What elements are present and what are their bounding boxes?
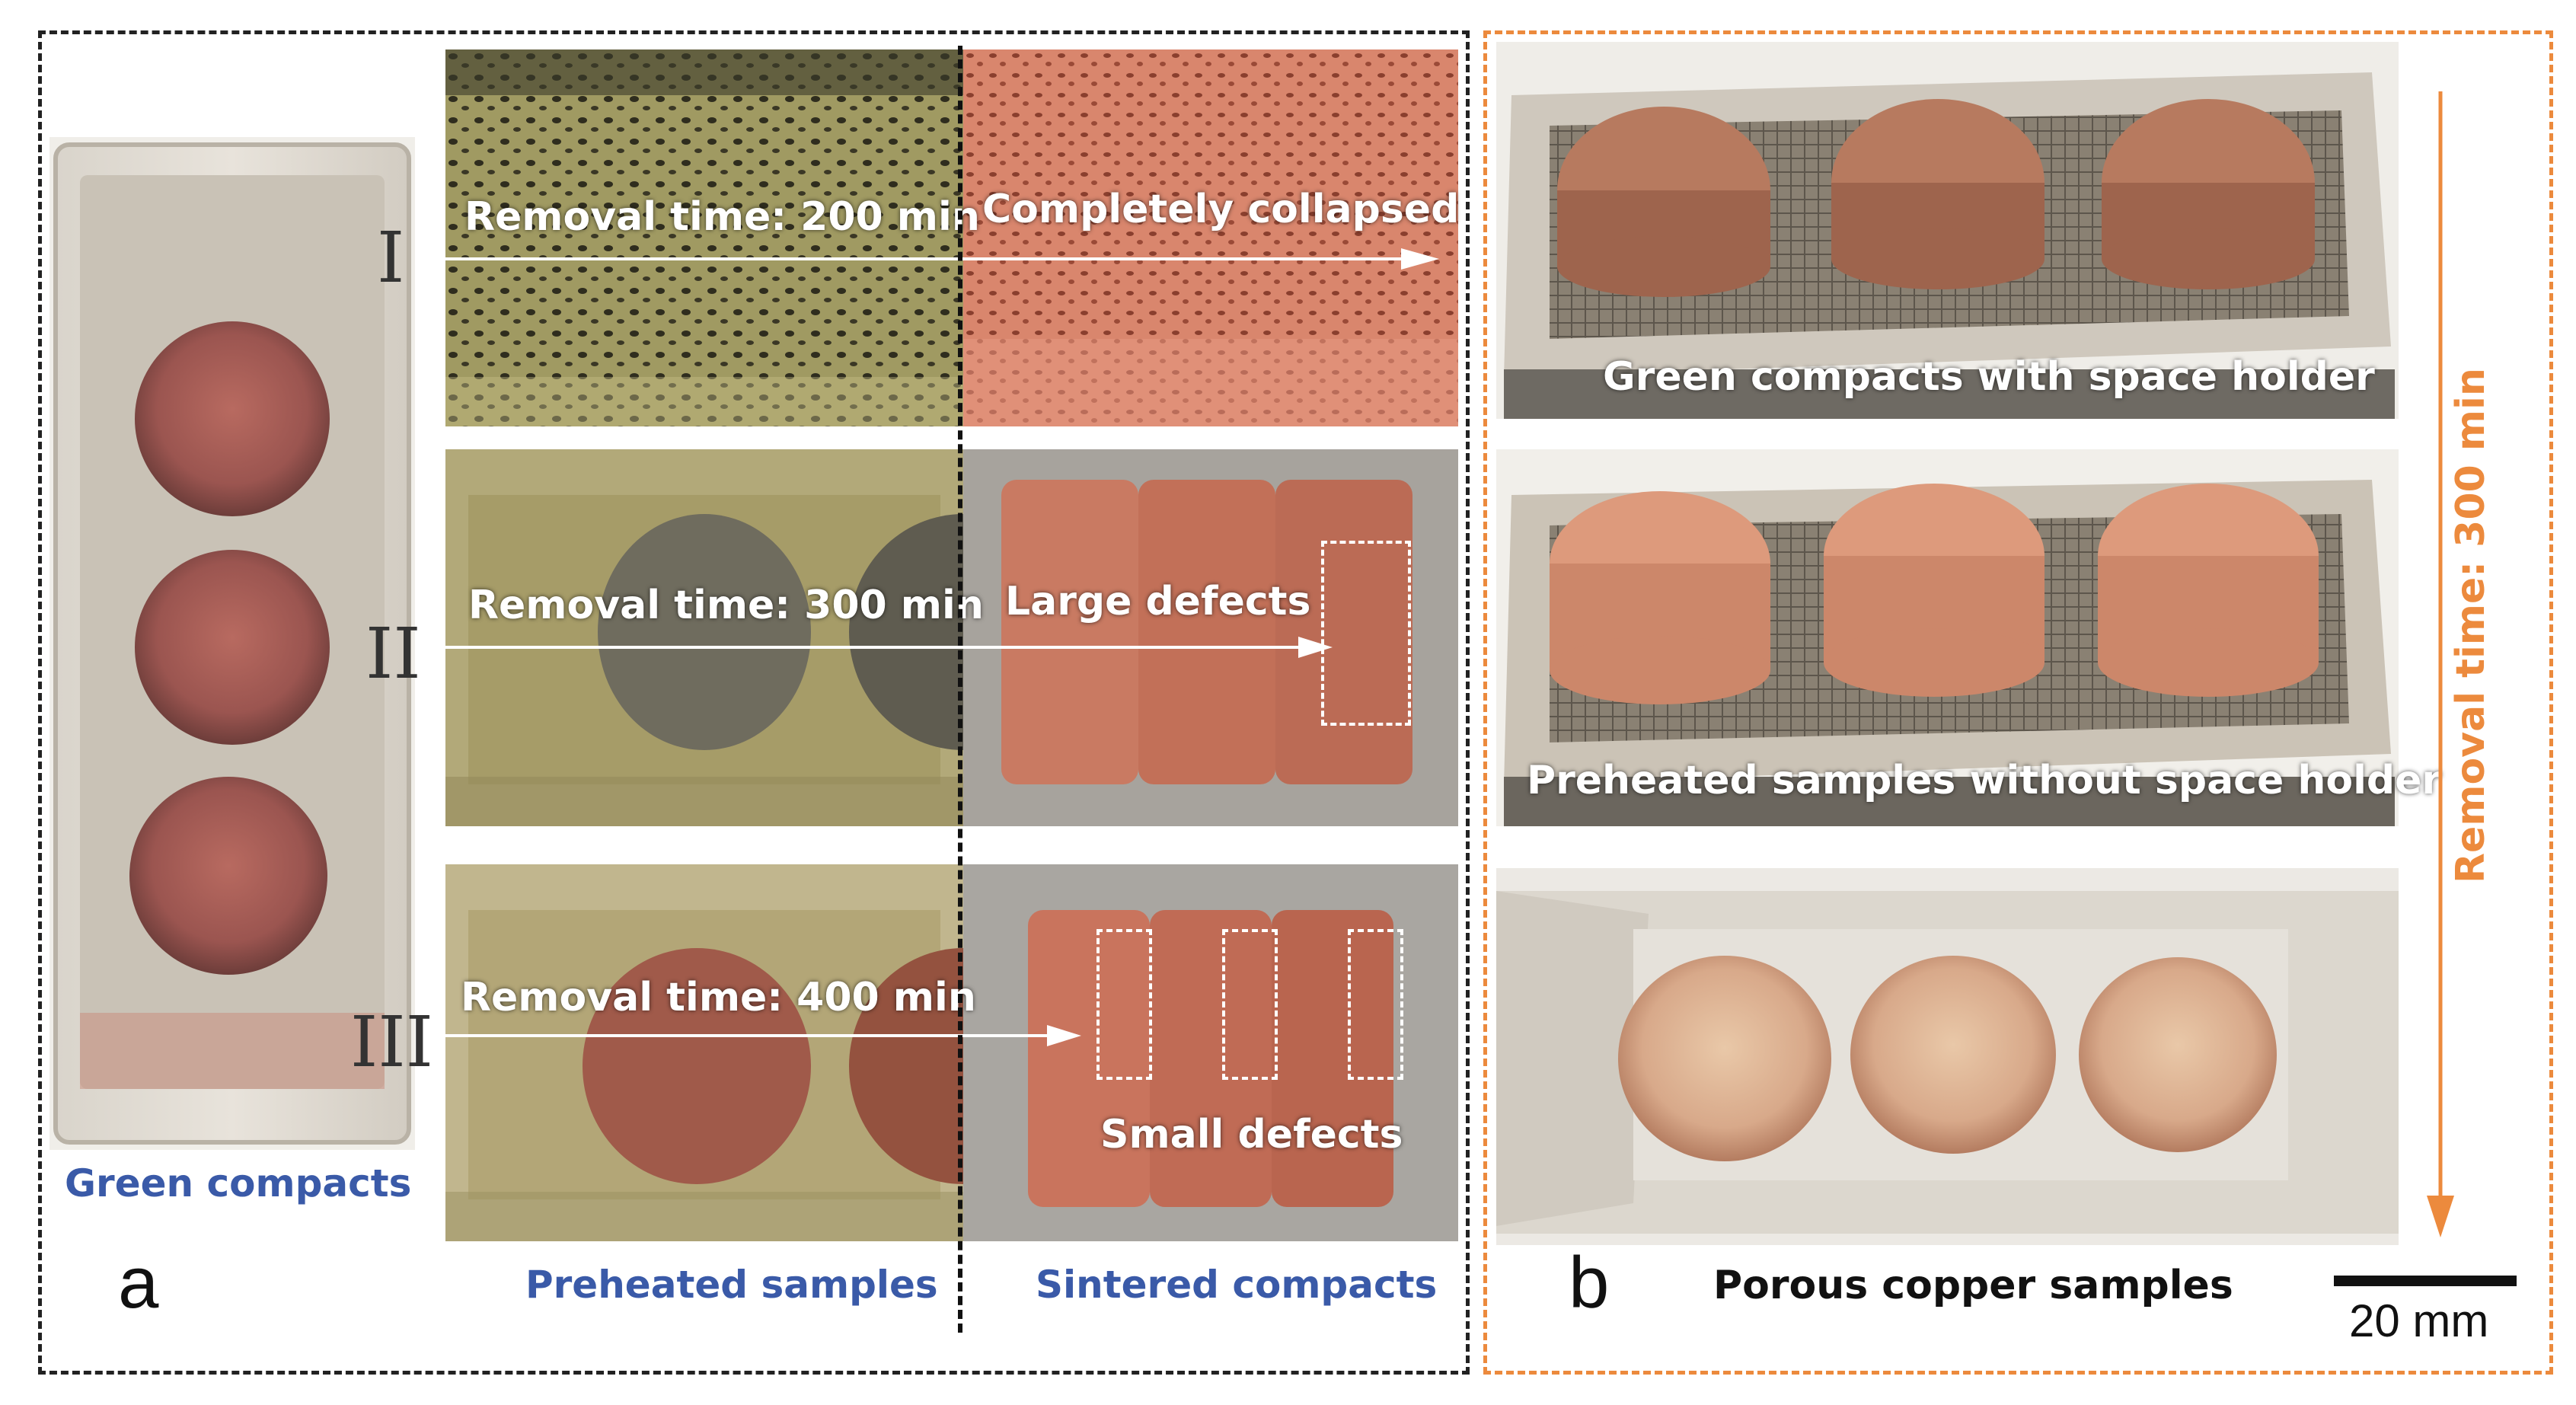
porous-copper-caption: Porous copper samples — [1713, 1263, 2233, 1308]
green-compacts-caption: Green compacts — [65, 1161, 412, 1205]
row3-defect-box-1 — [1096, 929, 1152, 1080]
row3-result-label: Small defects — [1100, 1112, 1403, 1158]
row3-arrow — [445, 1025, 1081, 1046]
b-photo-porous-copper — [1496, 868, 2399, 1245]
row2-arrow — [445, 637, 1333, 658]
row3-defect-box-2 — [1222, 929, 1278, 1080]
row2-removal-label: Removal time: 300 min — [468, 583, 984, 628]
row3-defect-box-3 — [1348, 929, 1403, 1080]
row2-sintered-photo — [963, 449, 1458, 826]
b-label-preheated: Preheated samples without space holder — [1527, 758, 2442, 803]
b-photo-green-compacts — [1496, 42, 2399, 419]
row2-defect-box — [1321, 541, 1411, 726]
b-photo-preheated — [1496, 449, 2399, 826]
row2-preheated-photo — [445, 449, 963, 826]
row1-arrow — [445, 248, 1439, 270]
row1-result-label: Completely collapsed — [982, 187, 1460, 232]
row3-sintered-photo — [963, 864, 1458, 1241]
row3-preheated-photo — [445, 864, 963, 1241]
panel-b-letter: b — [1569, 1242, 1610, 1324]
green-compacts-photo — [49, 137, 415, 1150]
panel-a-letter: a — [118, 1242, 159, 1324]
removal-vertical-label: Removal time: 300 min — [2448, 368, 2494, 883]
row1-removal-label: Removal time: 200 min — [464, 194, 980, 240]
row1-roman: I — [377, 217, 405, 299]
row1-preheated-photo — [445, 49, 963, 426]
scale-bar-label: 20 mm — [2349, 1295, 2489, 1346]
b-label-green-compacts: Green compacts with space holder — [1603, 354, 2375, 400]
panel-b-border — [1483, 30, 2553, 1375]
removal-arrow — [2427, 91, 2454, 1237]
row1-sintered-photo — [963, 49, 1458, 426]
row3-roman: III — [350, 1001, 434, 1083]
sintered-caption: Sintered compacts — [1036, 1263, 1438, 1307]
panel-a-border — [38, 30, 1470, 1375]
scale-bar — [2334, 1276, 2517, 1286]
row2-roman: II — [365, 613, 421, 695]
preheated-caption: Preheated samples — [525, 1263, 938, 1307]
preheated-sintered-divider — [958, 46, 962, 1333]
row3-removal-label: Removal time: 400 min — [461, 975, 976, 1020]
row2-result-label: Large defects — [1005, 579, 1311, 624]
